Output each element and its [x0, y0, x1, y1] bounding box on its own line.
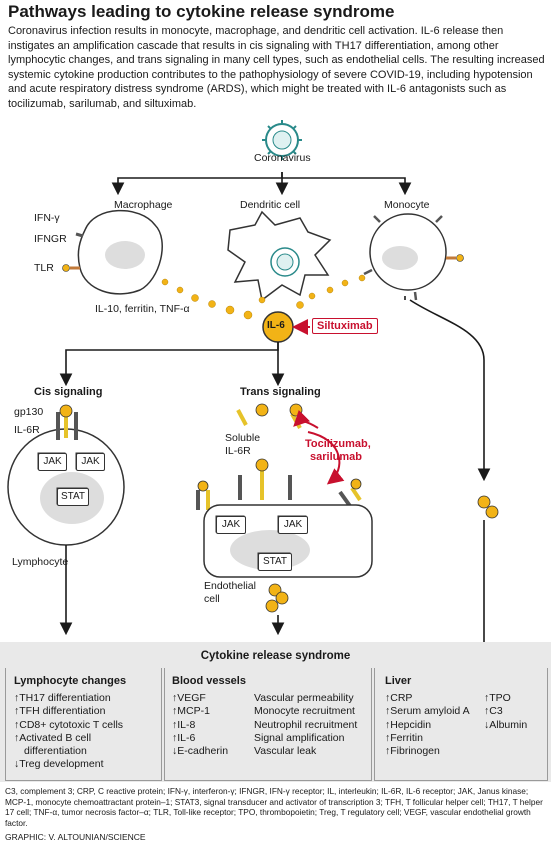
cytokine-dots	[161, 274, 366, 320]
ifng-label: IFN-γ	[34, 212, 60, 224]
lymph-item: ↓Treg development	[14, 758, 104, 771]
vessel-left-item: ↑IL-8	[172, 718, 196, 731]
vessel-right-item: Monocyte recruitment	[254, 705, 355, 718]
footnote: C3, complement 3; CRP, C reactive protei…	[5, 786, 543, 828]
liver-left-list: ↑CRP ↑Serum amyloid A ↑Hepcidin ↑Ferriti…	[385, 692, 470, 758]
dendritic-label: Dendritic cell	[240, 199, 301, 211]
vessel-left-item: ↑MCP-1	[172, 705, 210, 718]
il10-label: IL-10, ferritin, TNF-α	[95, 303, 190, 315]
lymph-list: ↑TH17 differentiation ↑TFH differentiati…	[14, 692, 123, 772]
liver-right-item: ↑C3	[484, 705, 503, 718]
vessel-left-list: ↑VEGF ↑MCP-1 ↑IL-8 ↑IL-6 ↓E-cadherin	[172, 692, 228, 758]
macrophage-label: Macrophage	[114, 199, 173, 211]
jak-box-trans-right: JAK	[278, 516, 308, 534]
jak-box-right: JAK	[76, 453, 105, 471]
dendritic-cell	[227, 210, 332, 302]
ifngr-label: IFNGR	[34, 233, 67, 245]
soluble-il6r-label: IL-6R	[225, 445, 251, 457]
vessel-right-item: Vascular permeability	[254, 692, 354, 704]
vessel-left-item: ↑IL-6	[172, 731, 196, 744]
lymph-item: differentiation	[24, 745, 87, 758]
gp130-label: gp130	[14, 406, 44, 418]
macrophage-cell	[62, 209, 163, 295]
monocyte-cell	[363, 213, 464, 301]
lymph-item: ↑CD8+ cytotoxic T cells	[14, 718, 124, 731]
tocilizumab-label: Tocilizumab,	[305, 438, 371, 450]
vessel-left-item: ↓E-cadherin	[172, 745, 229, 758]
graphic-credit: GRAPHIC: V. ALTOUNIAN/SCIENCE	[5, 832, 146, 842]
stat-box-trans: STAT	[258, 553, 292, 571]
coronavirus-label: Coronavirus	[254, 152, 311, 164]
tlr-label: TLR	[34, 262, 54, 274]
vessel-panel	[164, 668, 372, 781]
vessel-right-item: Vascular leak	[254, 745, 317, 758]
liver-right-item: ↑TPO	[484, 692, 511, 704]
stat-box-cis: STAT	[57, 488, 89, 506]
page-title: Pathways leading to cytokine release syn…	[8, 2, 395, 21]
soluble-complex	[196, 458, 362, 510]
sarilumab-label: sarilumab	[310, 451, 362, 463]
crs-panel	[0, 642, 551, 782]
monocyte-label: Monocyte	[384, 199, 430, 211]
coronavirus-icon	[262, 120, 302, 160]
trans-label: Trans signaling	[240, 386, 321, 398]
liver-left-item: ↑Fibrinogen	[385, 745, 440, 758]
endothelial-label: Endothelial	[204, 580, 256, 592]
intro-text: Coronavirus infection results in monocyt…	[8, 25, 545, 110]
lymph-item: ↑TH17 differentiation	[14, 692, 111, 704]
liver-right-item: ↓Albumin	[484, 718, 528, 731]
endothelial-cell-label: cell	[204, 593, 220, 605]
il6-label: IL-6	[267, 320, 285, 331]
crs-title: Cytokine release syndrome	[200, 650, 351, 662]
liver-left-item: ↑Serum amyloid A	[385, 705, 470, 718]
lymph-panel	[5, 668, 162, 781]
liver-left-item: ↑Ferritin	[385, 731, 423, 744]
soluble-label: Soluble	[225, 432, 261, 444]
liver-left-item: ↑CRP	[385, 692, 413, 704]
jak-box-left: JAK	[38, 453, 67, 471]
vessel-right-list: Vascular permeability Monocyte recruitme…	[254, 692, 357, 758]
vessel-title: Blood vessels	[172, 675, 246, 687]
cis-label: Cis signaling	[34, 386, 103, 398]
lymph-item: ↑Activated B cell	[14, 731, 92, 744]
lymphocyte-label: Lymphocyte	[12, 556, 69, 568]
vessel-right-item: Signal amplification	[254, 731, 345, 744]
il6r-label: IL-6R	[14, 424, 40, 436]
lymph-item: ↑TFH differentiation	[14, 705, 106, 718]
liver-panel	[374, 668, 548, 781]
liver-left-item: ↑Hepcidin	[385, 718, 432, 731]
lymph-title: Lymphocyte changes	[14, 675, 127, 687]
jak-box-trans-left: JAK	[216, 516, 246, 534]
liver-right-list: ↑TPO ↑C3 ↓Albumin	[484, 692, 527, 732]
liver-title: Liver	[385, 675, 412, 687]
vessel-left-item: ↑VEGF	[172, 692, 206, 704]
vessel-right-item: Neutrophil recruitment	[254, 718, 358, 731]
siltuximab-label: Siltuximab	[312, 318, 378, 334]
